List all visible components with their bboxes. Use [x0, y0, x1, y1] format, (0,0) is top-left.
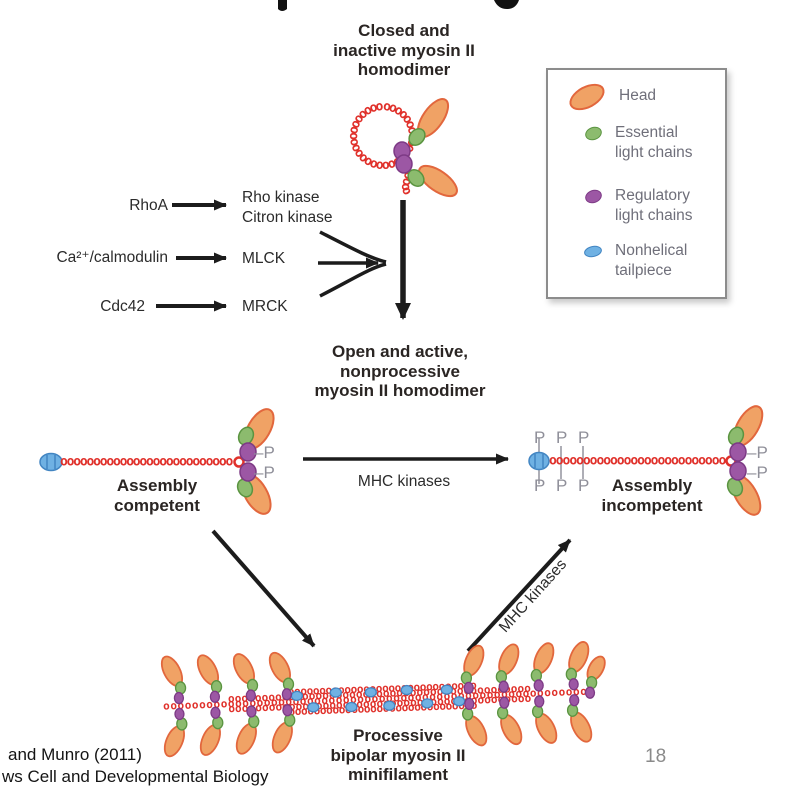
minifilament-right-heads — [460, 641, 606, 747]
closed-dimer-label: Closed and inactive myosin II homodimer — [333, 21, 475, 79]
coil-end-loop — [233, 456, 245, 468]
citation-line-1: and Munro (2011) — [8, 745, 142, 764]
phosphate-label: P — [534, 428, 546, 447]
phosphate-label: P — [556, 428, 568, 447]
pathway-output-mlck: MLCK — [242, 250, 286, 267]
minifilament-illustration: oooooooooooooooooooooooooooooooooooooooo… — [160, 641, 606, 758]
essential-light-chain — [236, 478, 254, 498]
essential-light-chain — [407, 169, 425, 187]
head-swatch — [565, 78, 609, 116]
phosphate-label: –P — [747, 443, 768, 462]
assembly-competent-label: Assembly competent — [114, 476, 200, 515]
nonhelical-tailpiece — [39, 452, 63, 472]
mhc-kinases-label: MHC kinases — [357, 473, 451, 490]
essential-light-chain — [726, 477, 744, 497]
pathway-output-rho-citron: Rho kinase Citron kinase — [242, 189, 333, 226]
legend-item-nonhelical: Nonhelical tailpiece — [568, 241, 687, 281]
legend-item-essential: Essential light chains — [568, 123, 693, 163]
legend-box: Head Essential light chains Regulatory l… — [546, 68, 727, 299]
pathway-input-cdc42: Cdc42 — [100, 298, 145, 315]
assembly-incompetent-illustration: oooooooooooooooooooooooooo — [528, 405, 764, 516]
pathway-output-mrck: MRCK — [242, 298, 288, 315]
regulatory-light-chain-swatch — [583, 187, 604, 206]
phosphate-label: P — [556, 476, 568, 495]
tip-cluster — [584, 655, 606, 699]
essential-light-chain — [237, 426, 255, 446]
myosin-head — [418, 164, 458, 198]
regulatory-light-chain — [239, 462, 257, 482]
citation-line-2: ws Cell and Developmental Biology — [2, 767, 269, 786]
pathway-input-calmodulin: Ca²⁺/calmodulin — [56, 249, 168, 266]
essential-light-chain — [727, 426, 745, 446]
regulatory-light-chain — [729, 442, 747, 462]
legend-label: Regulatory light chains — [615, 187, 693, 224]
open-dimer-label: Open and active, nonprocessive myosin II… — [314, 342, 486, 400]
legend-label: Nonhelical tailpiece — [615, 242, 688, 279]
minifilament-label: Processive bipolar myosin II minifilamen… — [330, 726, 466, 784]
phosphate-label: P — [578, 476, 590, 495]
phosphate-label: P — [578, 428, 590, 447]
closed-dimer-illustration: oooooooooooooooooooooooooooooo ooooo — [346, 98, 458, 198]
pathway-input-rhoa: RhoA — [129, 197, 168, 214]
pathway-arrows — [156, 199, 411, 320]
phosphate-label: –P — [747, 463, 768, 482]
converge-curve-bottom — [319, 262, 387, 298]
assembly-incompetent-label: Assembly incompetent — [601, 476, 703, 515]
page-number: 18 — [645, 746, 667, 767]
arrow-to-minifilament — [211, 529, 316, 648]
legend-item-head: Head — [565, 78, 657, 116]
arrow-mhc-kinases-diagonal — [466, 538, 572, 653]
cropped-title-glyphs — [278, 0, 519, 11]
converge-curve-top — [319, 230, 387, 264]
phosphate-label: P — [534, 476, 546, 495]
coiled-coil-rod: oooooooooooooooooooooooooo — [549, 454, 726, 469]
nonhelical-tailpiece — [528, 451, 550, 471]
tailpiece-dots — [290, 684, 466, 713]
coiled-coil-rod: oooooooooooooooooooooooooo — [60, 455, 233, 470]
essential-light-chain — [408, 128, 426, 146]
phosphate-label: –P — [254, 443, 275, 462]
assembly-competent-illustration: oooooooooooooooooooooooooo — [39, 408, 275, 515]
essential-light-chain-swatch — [583, 124, 604, 143]
legend-label: Head — [619, 87, 657, 104]
regulatory-light-chain — [729, 461, 747, 481]
minifilament-left-heads — [160, 651, 296, 758]
nonhelical-tailpiece-swatch — [583, 244, 603, 259]
regulatory-light-chain — [395, 154, 413, 174]
phosphate-label: –P — [254, 463, 275, 482]
regulatory-light-chain — [239, 442, 257, 462]
legend-item-regulatory: Regulatory light chains — [568, 186, 693, 226]
legend-label: Essential light chains — [615, 124, 693, 161]
